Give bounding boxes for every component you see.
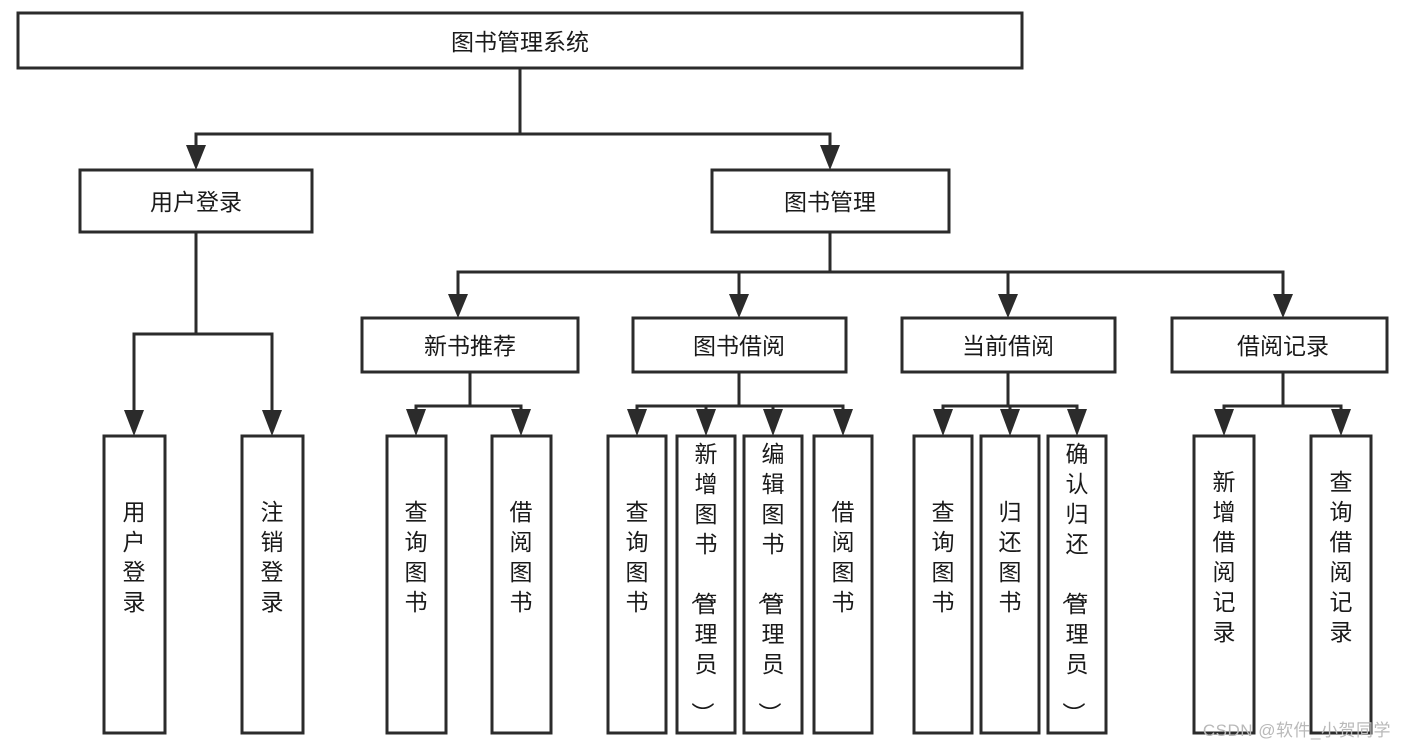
leaf-node-5-label: 查询图书 [626, 499, 649, 615]
leaf-node-3-label: 查询图书 [405, 499, 428, 615]
arrowhead-current [998, 294, 1018, 318]
node-bookmgmt[interactable]: 图书管理 [710, 168, 951, 234]
leaf-node-5[interactable]: 查询图书 [606, 434, 668, 735]
connector-group-bookmgmt-to-level3 [448, 230, 1293, 318]
node-root-box[interactable] [16, 11, 1024, 70]
node-borrow-box[interactable] [631, 316, 848, 374]
node-current-label: 当前借阅 [962, 333, 1054, 359]
node-newbook-box[interactable] [360, 316, 580, 374]
node-records[interactable]: 借阅记录 [1170, 316, 1389, 374]
arrowhead-newbook [448, 294, 468, 318]
arrowhead-leaf-10 [1000, 409, 1020, 436]
leaf-node-6-box[interactable] [675, 434, 737, 735]
connector-group-root-to-level2 [186, 66, 840, 170]
arrowhead-leaf-11 [1067, 409, 1087, 436]
leaf-node-13-label: 查询借阅记录 [1330, 469, 1353, 645]
arrowhead-leaf-9 [933, 409, 953, 436]
arrowhead-leaf-6 [696, 409, 716, 436]
leaf-node-13-box[interactable] [1309, 434, 1373, 735]
arrowhead-leaf-1 [124, 410, 144, 436]
leaf-node-11-box[interactable] [1046, 434, 1108, 735]
node-records-box[interactable] [1170, 316, 1389, 374]
node-borrow[interactable]: 图书借阅 [631, 316, 848, 374]
leaf-node-8[interactable]: 借阅图书 [812, 434, 874, 735]
node-newbook[interactable]: 新书推荐 [360, 316, 580, 374]
leaf-node-3-box[interactable] [385, 434, 448, 735]
node-root-label: 图书管理系统 [451, 29, 589, 55]
leaf-node-12-box[interactable] [1192, 434, 1256, 735]
arrowhead-borrow [729, 294, 749, 318]
leaf-node-7-box[interactable] [742, 434, 804, 735]
leaf-node-4-box[interactable] [490, 434, 553, 735]
node-root[interactable]: 图书管理系统 [16, 11, 1024, 70]
node-bookmgmt-label: 图书管理 [784, 189, 876, 215]
arrowhead-leaf-13 [1331, 409, 1351, 436]
connector-group-newbook-to-leaves [406, 370, 531, 436]
arrowhead-leaf-2 [262, 410, 282, 436]
leaf-node-5-box[interactable] [606, 434, 668, 735]
leaf-node-6[interactable]: 新增图书（管理员） [675, 434, 737, 735]
arrowhead-leaf-3 [406, 409, 426, 436]
leaf-node-9-box[interactable] [912, 434, 974, 735]
connector-group-borrow-to-leaves [627, 370, 853, 436]
arrowhead-leaf-5 [627, 409, 647, 436]
arrowhead-records [1273, 294, 1293, 318]
leaf-node-10-box[interactable] [979, 434, 1041, 735]
leaf-node-3[interactable]: 查询图书 [385, 434, 448, 735]
leaf-node-11-label: 确认归还（管理员） [1061, 441, 1089, 725]
leaf-node-8-label: 借阅图书 [832, 499, 855, 615]
leaf-node-12-label: 新增借阅记录 [1213, 469, 1236, 645]
leaf-node-4-label: 借阅图书 [510, 499, 533, 615]
node-current[interactable]: 当前借阅 [900, 316, 1117, 374]
leaf-node-1-label: 用户登录 [123, 499, 146, 615]
arrowhead-leaf-7 [763, 409, 783, 436]
node-bookmgmt-box[interactable] [710, 168, 951, 234]
leaf-node-7-label: 编辑图书（管理员） [757, 441, 785, 725]
node-borrow-label: 图书借阅 [693, 333, 785, 359]
leaf-node-1[interactable]: 用户登录 [102, 434, 167, 735]
leaf-node-9-label: 查询图书 [932, 499, 955, 615]
leaf-node-10[interactable]: 归还图书 [979, 434, 1041, 735]
node-login-label: 用户登录 [150, 189, 242, 215]
leaf-node-2-label: 注销登录 [261, 499, 284, 615]
connector-group-records-to-leaves [1214, 370, 1351, 436]
leaf-node-12[interactable]: 新增借阅记录 [1192, 434, 1256, 735]
leaf-node-7[interactable]: 编辑图书（管理员） [742, 434, 804, 735]
arrowhead-leaf-12 [1214, 409, 1234, 436]
leaf-node-6-label: 新增图书（管理员） [690, 441, 718, 725]
node-login-box[interactable] [78, 168, 314, 234]
node-records-label: 借阅记录 [1237, 333, 1329, 359]
leaf-node-13[interactable]: 查询借阅记录 [1309, 434, 1373, 735]
arrowhead-bookmgmt [820, 145, 840, 170]
node-current-box[interactable] [900, 316, 1117, 374]
arrowhead-leaf-4 [511, 409, 531, 436]
leaf-node-4[interactable]: 借阅图书 [490, 434, 553, 735]
leaf-node-2-box[interactable] [240, 434, 305, 735]
node-login[interactable]: 用户登录 [78, 168, 314, 234]
leaf-node-1-box[interactable] [102, 434, 167, 735]
arrowhead-leaf-8 [833, 409, 853, 436]
arrowhead-login [186, 145, 206, 170]
leaf-node-8-box[interactable] [812, 434, 874, 735]
connector-group-login-to-leaves [124, 230, 282, 436]
node-newbook-label: 新书推荐 [424, 333, 516, 359]
leaf-node-10-label: 归还图书 [999, 499, 1022, 615]
leaf-node-2[interactable]: 注销登录 [240, 434, 305, 735]
leaf-node-9[interactable]: 查询图书 [912, 434, 974, 735]
leaf-node-11[interactable]: 确认归还（管理员） [1046, 434, 1108, 735]
connector-group-current-to-leaves [933, 370, 1087, 436]
